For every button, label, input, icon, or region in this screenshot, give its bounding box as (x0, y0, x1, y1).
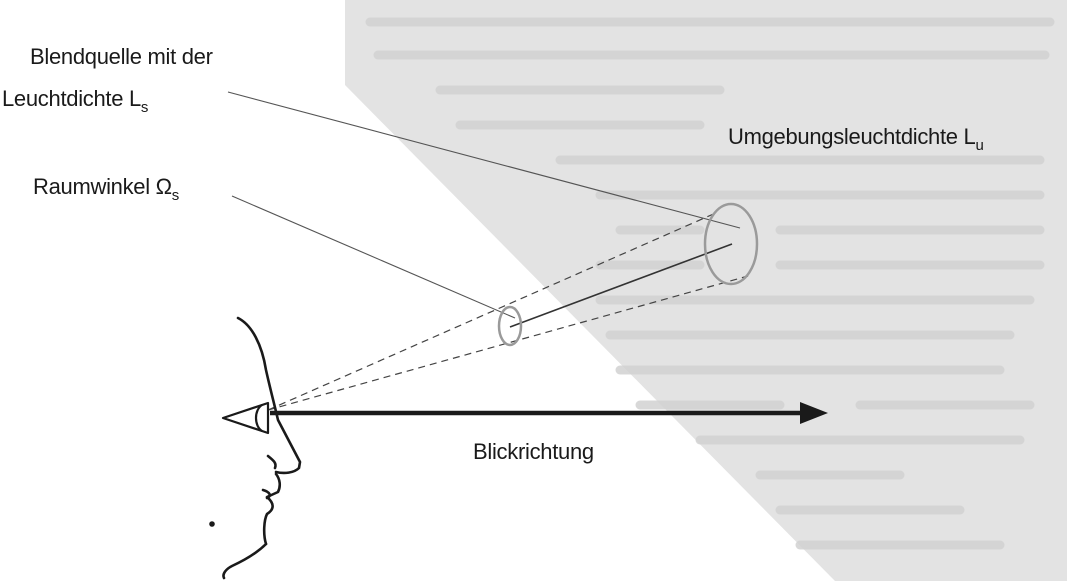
surround-luminance-label-main: Umgebungsleuchtdichte L (728, 124, 976, 149)
face-profile (209, 316, 302, 580)
glare-source-label-line1: Blendquelle mit der (30, 44, 213, 69)
solid-angle-label-main: Raumwinkel Ω (33, 174, 172, 199)
leader-line-glare-source (227, 91, 741, 229)
glare-source-ellipse (703, 202, 759, 286)
gaze-arrowhead (800, 402, 828, 424)
glare-source-label-sub: s (141, 99, 148, 116)
eye-icon (221, 401, 270, 435)
gaze-direction-label: Blickrichtung (473, 439, 594, 464)
view-cone (267, 211, 749, 411)
surround-luminance-label-sub: u (976, 137, 984, 154)
solid-angle-label-sub: s (172, 187, 179, 204)
leader-line-solid-angle (231, 195, 516, 319)
solid-angle-label: Raumwinkel Ωs (33, 174, 179, 204)
bleed-through-text (365, 17, 1055, 550)
glare-source-label-line2: Leuchtdichte Ls (2, 86, 148, 116)
glare-source-label-main: Leuchtdichte L (2, 86, 141, 111)
solid-angle-ellipse (497, 305, 523, 347)
surround-luminance-label: Umgebungsleuchtdichte Lu (728, 124, 984, 154)
cone-axis (509, 243, 733, 328)
